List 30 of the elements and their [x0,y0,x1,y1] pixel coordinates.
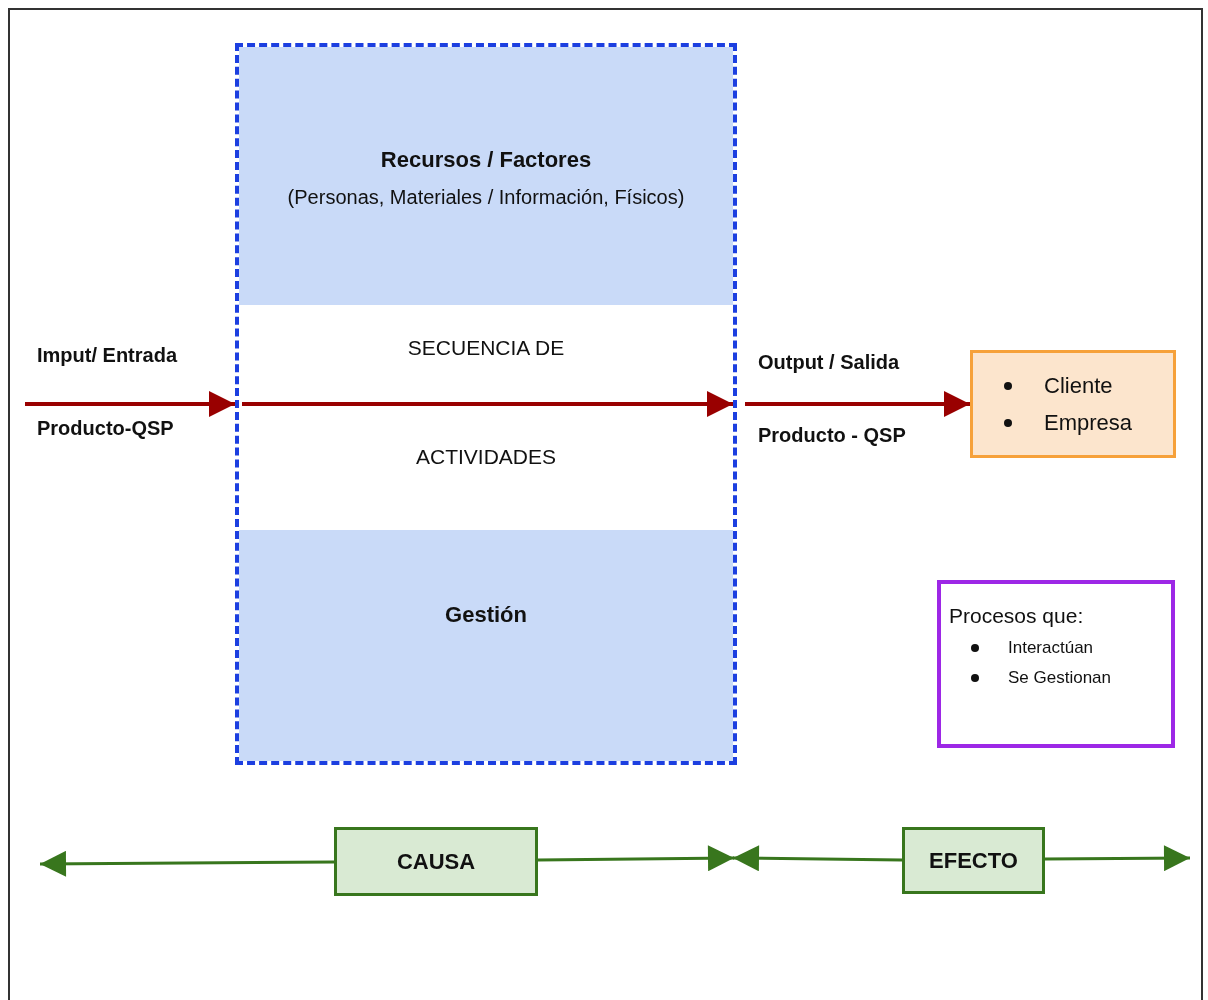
band-heading: Recursos / Factores [380,146,592,174]
management-band [239,530,733,761]
box-label: CAUSA [396,848,476,876]
arrow [25,391,235,417]
flow-label: Imput/ Entrada [37,343,177,367]
list-item: Cliente [1044,372,1113,400]
arrow [40,850,334,877]
note-heading: Procesos que: [949,603,1084,629]
note-box [937,580,1175,748]
band-heading: Gestión [445,601,527,629]
box-label: EFECTO [929,847,1018,875]
arrow [1045,845,1190,872]
list-item: Empresa [1044,409,1133,437]
list-item: Se Gestionan [1008,667,1111,689]
output-box [970,350,1176,458]
list-item: Interactúan [1008,637,1094,659]
resource-band [239,47,733,305]
arrow [745,391,970,417]
flow-label: Producto - QSP [758,423,906,447]
arrow [242,391,733,417]
arrow [538,845,734,872]
flow-label: Producto-QSP [37,416,174,440]
flow-label: Output / Salida [758,350,900,374]
band-text: ACTIVIDADES [416,444,556,470]
band-text: SECUENCIA DE [407,335,565,361]
cause-box [334,827,538,896]
band-text: (Personas, Materiales / Información, Físicos) [287,185,685,209]
effect-box [902,827,1045,894]
process-box [235,43,737,765]
arrow [732,845,903,872]
